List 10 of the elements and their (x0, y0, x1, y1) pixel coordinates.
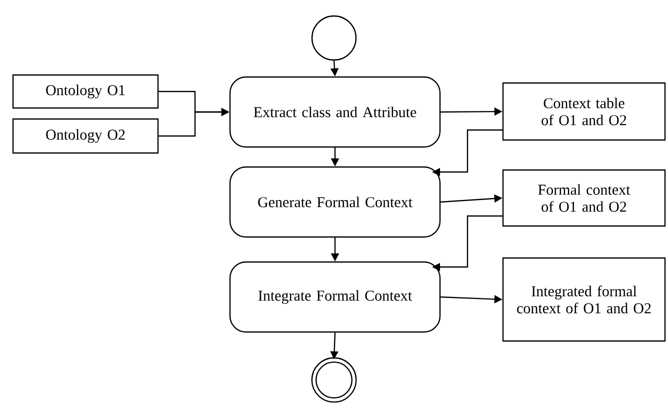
activity-box: Extract class and Attribute (229, 76, 441, 148)
activity-box: Integrate Formal Context (229, 261, 441, 333)
start-circle (311, 15, 357, 61)
data-box: Ontology O1 (12, 74, 159, 109)
data-box: Formal context of O1 and O2 (502, 169, 666, 227)
data-box: Context table of O1 and O2 (502, 82, 666, 141)
data-box: Integrated formal context of O1 and O2 (502, 257, 666, 342)
end-circle (311, 357, 357, 403)
data-box: Ontology O2 (12, 118, 159, 154)
activity-box: Generate Formal Context (229, 166, 441, 238)
